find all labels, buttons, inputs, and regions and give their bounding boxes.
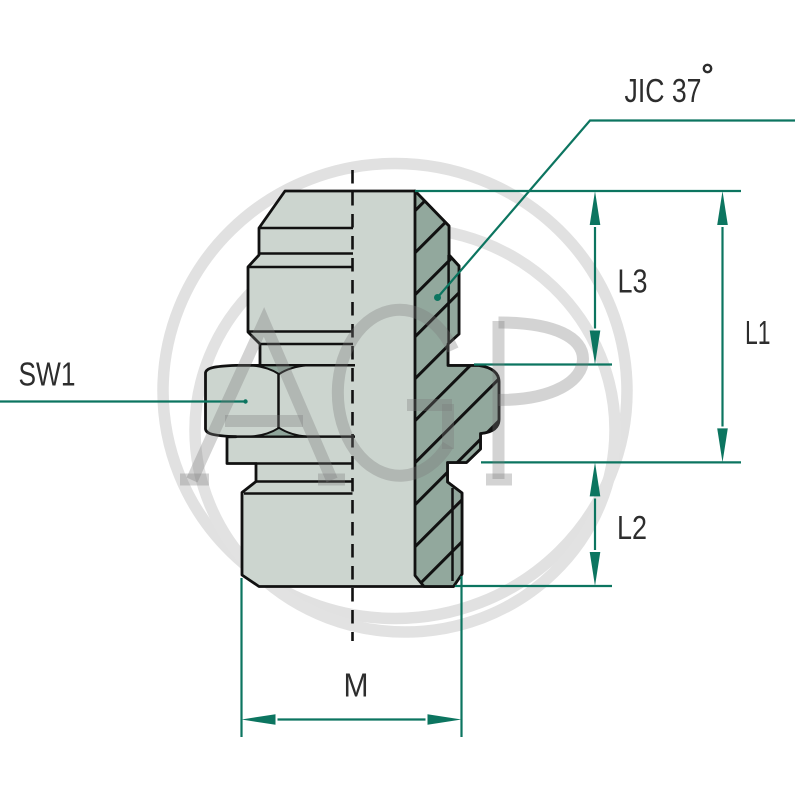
svg-text:M: M	[344, 667, 369, 704]
svg-text:SW1: SW1	[19, 356, 76, 393]
svg-text:L1: L1	[745, 314, 771, 351]
svg-text:JIC 37: JIC 37	[625, 72, 702, 109]
svg-text:L2: L2	[617, 509, 647, 546]
svg-text:L3: L3	[618, 263, 648, 300]
